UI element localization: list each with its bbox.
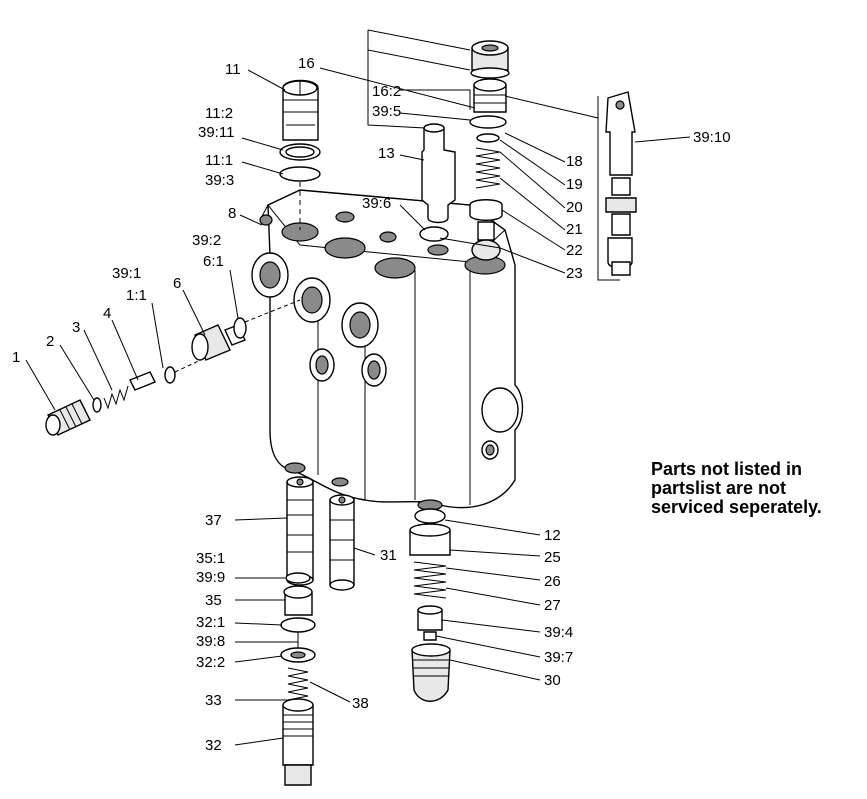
callout-39-9: 39:9 xyxy=(196,569,225,586)
callout-26: 26 xyxy=(544,573,561,590)
linkage-39-10 xyxy=(504,91,637,281)
callout-39-5: 39:5 xyxy=(372,103,401,120)
callout-12: 12 xyxy=(544,527,561,544)
service-note-line: Parts not listed in xyxy=(651,459,803,479)
callout-4: 4 xyxy=(103,305,111,322)
top-left-plug-parts xyxy=(279,79,321,230)
bottom-left-spool-parts xyxy=(280,476,316,786)
valve-body xyxy=(251,189,524,511)
callout-39-1: 39:1 xyxy=(112,265,141,282)
spool-31 xyxy=(329,494,355,591)
top-right-valve-parts xyxy=(469,40,510,261)
callout-37: 37 xyxy=(205,512,222,529)
callout-2: 2 xyxy=(46,333,54,350)
callout-3: 3 xyxy=(72,319,80,336)
callout-11: 11 xyxy=(225,61,241,78)
relief-valve-parts xyxy=(45,299,301,436)
callout-6: 6 xyxy=(173,275,181,292)
callout-39-10: 39:10 xyxy=(693,129,731,146)
callout-23: 23 xyxy=(566,265,583,282)
spool-13 xyxy=(419,123,456,242)
callout-1: 1 xyxy=(12,349,20,366)
callout-25: 25 xyxy=(544,549,561,566)
callout-35: 35 xyxy=(205,592,222,609)
callout-32-1: 32:1 xyxy=(196,614,225,631)
callout-20: 20 xyxy=(566,199,583,216)
callout-32-2: 32:2 xyxy=(196,654,225,671)
callout-labels: 1 2 3 4 39:1 1:1 6 39:2 6:1 11 11:2 39:1… xyxy=(12,55,731,754)
callout-39-4: 39:4 xyxy=(544,624,573,641)
callout-13: 13 xyxy=(378,145,395,162)
bottom-right-valve-parts xyxy=(409,508,451,702)
callout-27: 27 xyxy=(544,597,561,614)
callout-39-11: 39:11 xyxy=(198,124,234,141)
callout-31: 31 xyxy=(380,547,397,564)
callout-19: 19 xyxy=(566,176,583,193)
callout-30: 30 xyxy=(544,672,561,689)
callout-39-8: 39:8 xyxy=(196,633,225,650)
callout-1-1: 1:1 xyxy=(126,287,147,304)
callout-35-1: 35:1 xyxy=(196,550,225,567)
callout-22: 22 xyxy=(566,242,583,259)
service-note-line: serviced seperately. xyxy=(651,497,822,517)
callout-18: 18 xyxy=(566,153,583,170)
callout-11-2: 11:2 xyxy=(205,105,233,122)
callout-21: 21 xyxy=(566,221,583,238)
callout-39-3: 39:3 xyxy=(205,172,234,189)
callout-39-6: 39:6 xyxy=(362,195,391,212)
service-note: Parts not listed in partslist are not se… xyxy=(651,460,861,517)
callout-6-1: 6:1 xyxy=(203,253,224,270)
callout-32: 32 xyxy=(205,737,222,754)
callout-8: 8 xyxy=(228,205,236,222)
callout-39-7: 39:7 xyxy=(544,649,573,666)
service-note-line: partslist are not xyxy=(651,478,787,498)
callout-33: 33 xyxy=(205,692,222,709)
callout-38: 38 xyxy=(352,695,369,712)
callout-16-2: 16:2 xyxy=(372,83,401,100)
callout-16: 16 xyxy=(298,55,315,72)
callout-39-2: 39:2 xyxy=(192,232,221,249)
leader-lines xyxy=(25,29,691,746)
callout-11-1: 11:1 xyxy=(205,152,233,169)
